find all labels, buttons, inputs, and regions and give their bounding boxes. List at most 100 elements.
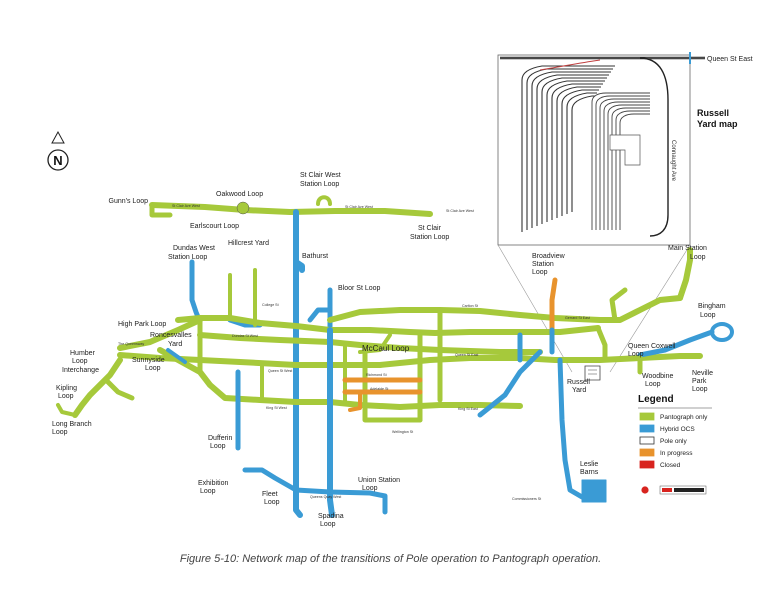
route-king xyxy=(157,347,523,410)
route-queen xyxy=(117,352,703,368)
svg-text:College St: College St xyxy=(262,303,279,307)
svg-text:Loop: Loop xyxy=(72,358,88,365)
yard-track xyxy=(531,71,611,228)
bingham-loop-marker xyxy=(710,322,734,342)
legend-signal-icon xyxy=(641,485,707,495)
svg-text:King St West: King St West xyxy=(266,406,287,410)
yard-track xyxy=(561,89,599,216)
label-hillcrest-yard: Hillcrest Yard xyxy=(228,240,269,247)
route-queensway xyxy=(117,317,203,351)
label-bloor-st-loop: Bloor St Loop xyxy=(338,285,381,292)
svg-text:Station: Station xyxy=(532,261,554,268)
svg-text:Commissioners St: Commissioners St xyxy=(512,497,541,501)
svg-text:Adelaide St: Adelaide St xyxy=(370,387,388,391)
svg-text:Station Loop: Station Loop xyxy=(168,254,207,261)
label-oakwood-loop: Oakwood Loop xyxy=(216,191,263,198)
svg-text:Loop: Loop xyxy=(645,381,661,388)
route-carlton xyxy=(327,295,683,323)
svg-text:The Queensway: The Queensway xyxy=(118,342,144,346)
svg-text:Barns: Barns xyxy=(580,469,599,476)
svg-text:Loop: Loop xyxy=(52,429,68,436)
svg-text:Richmond St: Richmond St xyxy=(366,373,387,377)
label-long-branch: Long Branch xyxy=(52,421,92,428)
label-woodbine: Woodbine xyxy=(642,373,674,380)
label-union-station: Union Station xyxy=(358,477,400,484)
svg-text:Loop: Loop xyxy=(320,521,336,528)
svg-text:Station Loop: Station Loop xyxy=(410,234,449,241)
svg-text:Loop: Loop xyxy=(362,485,378,492)
yard-track xyxy=(607,104,650,230)
legend-label-in_progress: In progress xyxy=(660,450,693,457)
yard-building xyxy=(609,134,641,166)
inset-street-side-label: Connaught Ave xyxy=(670,140,676,182)
svg-text:Wellington St: Wellington St xyxy=(392,430,413,434)
legend-label-pole: Pole only xyxy=(660,438,687,445)
route-fleet xyxy=(242,467,388,515)
svg-text:Queen St West: Queen St West xyxy=(268,369,292,373)
route-bathurst xyxy=(293,259,303,518)
svg-text:St Clair Ave West: St Clair Ave West xyxy=(172,204,200,208)
label-neville-park: Neville xyxy=(692,370,713,377)
label-spadina: Spadina xyxy=(318,513,344,520)
yard-track xyxy=(615,110,650,230)
inset-title-line1: Russell xyxy=(697,108,729,118)
svg-text:Queen St East: Queen St East xyxy=(455,353,478,357)
label-gunns-loop: Gunn's Loop xyxy=(109,198,149,205)
legend-swatch-pole xyxy=(639,436,655,445)
legend-label-pantograph: Pantograph only xyxy=(660,414,708,421)
yard-track xyxy=(536,74,609,226)
svg-text:Interchange: Interchange xyxy=(62,367,99,374)
svg-text:Park: Park xyxy=(692,378,707,385)
leslie-barns-marker xyxy=(581,479,607,503)
yard-track xyxy=(591,92,650,230)
label-roncesvalles: Roncesvalles xyxy=(150,332,192,339)
route-dundas xyxy=(197,332,543,355)
route-spadina xyxy=(327,327,335,518)
inset-street-top-label: Queen St East xyxy=(707,56,753,63)
russell-yard-inset: Queen St East Russell Yard map Connaught… xyxy=(497,52,753,246)
yard-track xyxy=(611,107,650,230)
legend-swatch-pantograph xyxy=(639,412,655,421)
svg-text:Loop: Loop xyxy=(145,365,161,372)
svg-text:Loop: Loop xyxy=(264,499,280,506)
svg-text:Loop: Loop xyxy=(58,393,74,400)
yard-track xyxy=(619,113,650,230)
svg-text:Carlton St: Carlton St xyxy=(462,304,478,308)
legend-title: Legend xyxy=(638,394,674,405)
label-mccaul-loop: McCaul Loop xyxy=(362,344,410,353)
yard-track xyxy=(571,95,595,212)
label-dufferin: Dufferin xyxy=(208,435,232,442)
label-russell-yard: Russell xyxy=(567,379,590,386)
label-humber: Humber xyxy=(70,350,96,357)
svg-text:Yard: Yard xyxy=(572,387,586,394)
label-queen-coxwell: Queen Coxwell xyxy=(628,343,676,350)
svg-text:St Clair Ave West: St Clair Ave West xyxy=(446,209,474,213)
station-labels: Gunn's Loop Oakwood Loop Earlscourt Loop… xyxy=(52,172,726,528)
route-coxwell xyxy=(637,329,715,358)
label-bingham: Bingham xyxy=(698,303,726,310)
svg-text:Loop: Loop xyxy=(210,443,226,450)
oakwood-loop-marker xyxy=(236,201,250,215)
svg-text:Loop: Loop xyxy=(532,269,548,276)
svg-text:N: N xyxy=(53,153,62,168)
label-st-clair-station: St Clair xyxy=(418,225,442,232)
label-sunnyside: Sunnyside xyxy=(132,357,165,364)
svg-text:Dundas St West: Dundas St West xyxy=(232,334,258,338)
yard-track xyxy=(595,95,650,230)
yard-track xyxy=(541,77,607,224)
street-labels: St Clair Ave West St Clair Ave West St C… xyxy=(118,204,590,501)
label-fleet: Fleet xyxy=(262,491,278,498)
route-st-clair xyxy=(149,202,433,217)
svg-text:Loop: Loop xyxy=(692,386,708,393)
svg-text:Loop: Loop xyxy=(700,312,716,319)
svg-text:Station Loop: Station Loop xyxy=(300,181,339,188)
yard-track xyxy=(603,101,650,230)
label-high-park-loop: High Park Loop xyxy=(118,321,166,328)
route-network xyxy=(56,195,734,518)
route-dundas-west xyxy=(189,259,203,325)
yard-track xyxy=(546,80,605,222)
legend-swatch-hybrid xyxy=(639,424,655,433)
inset-title-line2: Yard map xyxy=(697,119,738,129)
svg-text:Gerrard St East: Gerrard St East xyxy=(565,316,590,320)
